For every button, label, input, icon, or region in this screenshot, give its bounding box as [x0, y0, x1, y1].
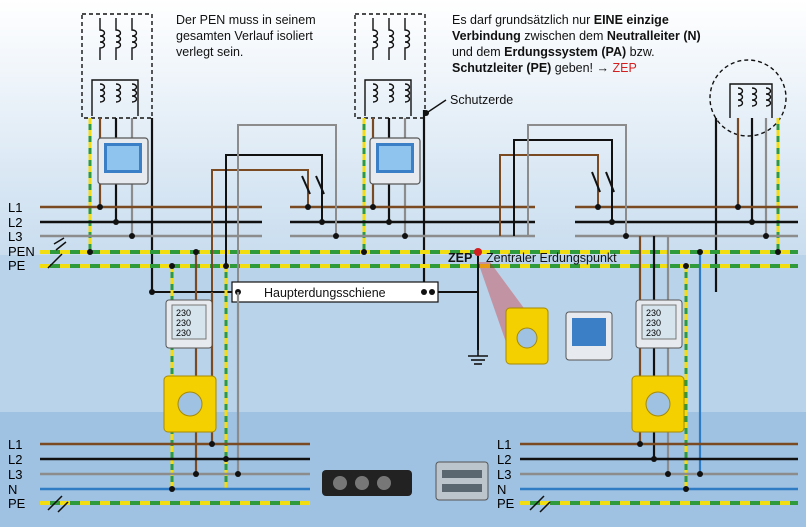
meter-right-reading-2: 230 [646, 318, 661, 328]
label-L2-bottom-right: L2 [497, 452, 511, 467]
transformer-left [81, 13, 153, 119]
label-PE-bottom-left: PE [8, 496, 26, 511]
meter-left-reading-2: 230 [176, 318, 191, 328]
meter-top-middle [369, 137, 421, 185]
ground-symbol-icon [468, 350, 488, 365]
label-L3-bottom-right: L3 [497, 467, 511, 482]
label-L2-bottom-left: L2 [8, 452, 22, 467]
transformer-middle [354, 13, 426, 119]
zep-rule-line-1: Es darf grundsätzlich nur EINE einzige [452, 13, 669, 27]
label-L1-bottom-left: L1 [8, 437, 22, 452]
junction-dots [87, 204, 781, 492]
io-module [435, 461, 489, 501]
meter-left-reading-1: 230 [176, 308, 191, 318]
zep-full-label: Zentraler Erdungspunkt [486, 251, 617, 265]
label-N-bottom-right: N [497, 482, 506, 497]
zep-current-transformer [505, 307, 549, 365]
meter-left-reading-3: 230 [176, 328, 191, 338]
switch-right [499, 124, 627, 236]
label-schutzerde: Schutzerde [423, 93, 513, 116]
meter-top-left [97, 137, 149, 185]
main-earthing-bar [152, 252, 479, 350]
earth-symbol-icon [47, 237, 551, 513]
note-zep-rule: Es darf grundsätzlich nur EINE einzige V… [452, 13, 701, 75]
meter-right-reading-1: 230 [646, 308, 661, 318]
zep-rule-line-4: Schutzleiter (PE) geben! → ZEP [452, 61, 637, 75]
label-L3-top: L3 [8, 229, 22, 244]
label-L3-bottom-left: L3 [8, 467, 22, 482]
zep-meter [565, 311, 613, 361]
label-PE-top: PE [8, 258, 26, 273]
transformer-right [709, 59, 787, 137]
switch-left [211, 124, 337, 292]
note-pen-line-1: Der PEN muss in seinem [176, 13, 316, 27]
ct-left [163, 375, 217, 433]
label-PEN-top: PEN [8, 244, 35, 259]
bottom-right-busbars [520, 442, 798, 505]
note-pen-line-2: gesamten Verlauf isoliert [176, 29, 313, 43]
zep-point [474, 248, 482, 256]
schutzerde-text: Schutzerde [450, 93, 513, 107]
ct-right [631, 375, 685, 433]
haupterdungsschiene-label: Haupterdungsschiene [264, 286, 386, 300]
zep-rule-line-3: und dem Erdungssystem (PA) bzw. [452, 45, 655, 59]
label-PE-bottom-right: PE [497, 496, 515, 511]
top-busbars [40, 205, 798, 268]
zep-short-label: ZEP [448, 251, 472, 265]
right-feed-wires [714, 118, 780, 292]
zep-rule-line-2: Verbindung zwischen dem Neutralleiter (N… [452, 29, 701, 43]
label-L1-top: L1 [8, 200, 22, 215]
meter-left: 230 230 230 [165, 299, 213, 349]
label-N-bottom-left: N [8, 482, 17, 497]
meter-right: 230 230 230 [635, 299, 683, 349]
note-pen-isolated: Der PEN muss in seinem gesamten Verlauf … [176, 13, 316, 59]
note-pen-line-3: verlegt sein. [176, 45, 243, 59]
label-L1-bottom-right: L1 [497, 437, 511, 452]
meter-right-reading-3: 230 [646, 328, 661, 338]
label-L2-top: L2 [8, 215, 22, 230]
clamp-ct-array [322, 470, 412, 496]
